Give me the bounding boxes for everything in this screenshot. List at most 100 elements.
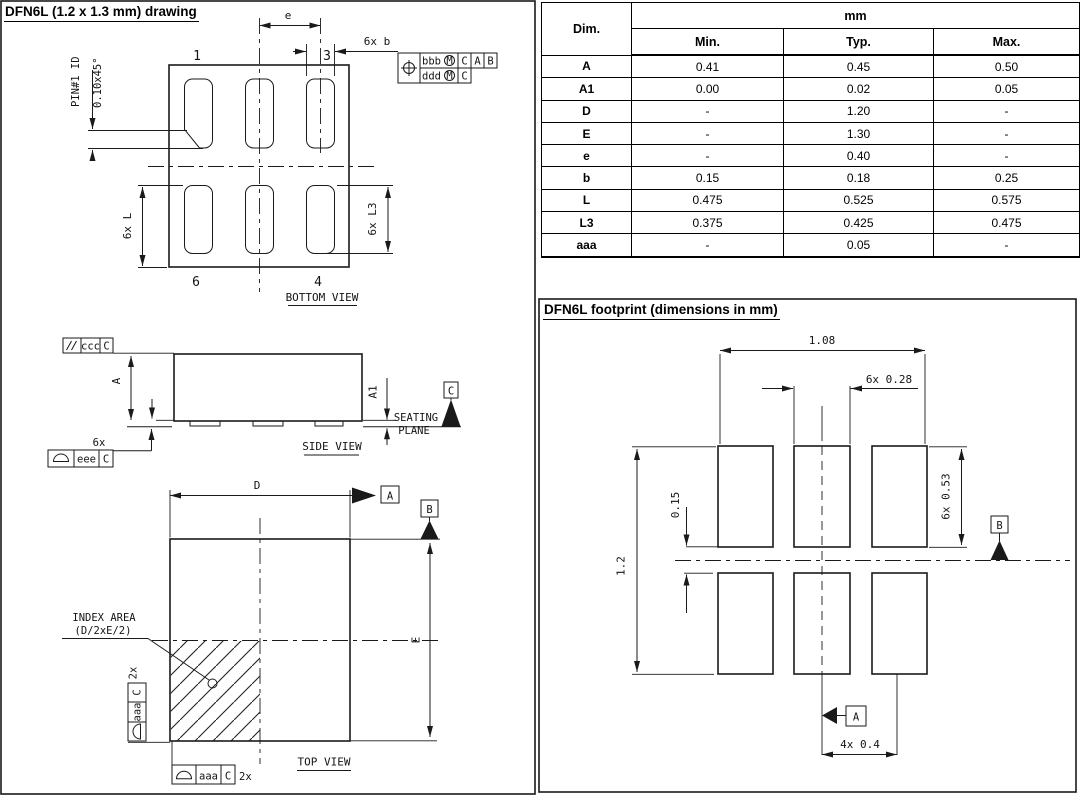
cell-max: 0.575 xyxy=(932,188,1080,213)
cell-typ: 0.45 xyxy=(783,54,934,79)
footprint-drawing: 1.08 6x 0.28 0.15 1.2 6x 0.53 xyxy=(615,334,1070,758)
datum-c: C xyxy=(441,381,461,427)
side-view-drawing: ccc C A 6x eee C xyxy=(47,337,461,468)
dim-label-A: A xyxy=(110,377,123,384)
pin-number-6: 6 xyxy=(192,275,200,290)
pin-number-4: 4 xyxy=(314,275,322,290)
cell-max: 0.50 xyxy=(932,54,1080,79)
fcf-parallelism: ccc C xyxy=(62,337,114,354)
bottom-view-caption: BOTTOM VIEW xyxy=(286,291,359,304)
col-header-unit: mm xyxy=(630,2,1080,29)
pad-pin1 xyxy=(184,78,213,149)
footprint-pad xyxy=(793,445,851,548)
fcf-tolerance-aaa: aaa xyxy=(199,771,218,783)
pin-number-1: 1 xyxy=(193,49,201,64)
datum-b-label: B xyxy=(996,520,1002,532)
fcf-tolerance-aaa: aaa xyxy=(132,703,144,722)
datum-a-label: A xyxy=(853,712,860,724)
col-header-min: Min. xyxy=(631,28,784,56)
fcf-position: bbb M C A B ddd M C xyxy=(397,52,498,84)
index-area-label: INDEX AREA xyxy=(72,612,136,624)
seating-plane-label: SEATING xyxy=(394,412,438,424)
cell-dim: L3 xyxy=(541,211,632,235)
top-view-drawing: D A B E INDEX AREA (D/2xE/2) xyxy=(62,479,440,785)
datum-b: B xyxy=(420,499,439,539)
cell-typ: 0.40 xyxy=(783,144,934,168)
cell-dim: A xyxy=(541,54,632,79)
datum-triangle-icon xyxy=(822,707,837,724)
bottom-view-drawing: e 6x b bbb M C xyxy=(70,9,498,306)
lead xyxy=(252,420,284,427)
dim-label-b: 6x b xyxy=(364,35,391,48)
cell-min: 0.41 xyxy=(631,54,784,79)
dim-label-D: D xyxy=(254,479,261,492)
fcf-modifier: M xyxy=(446,55,452,67)
seating-plane-label: PLANE xyxy=(398,425,430,437)
index-dot-icon xyxy=(207,678,218,689)
fcf-datum-ref: C xyxy=(132,689,144,695)
cell-max: 0.475 xyxy=(932,211,1080,235)
dim-label-L3: 6x L3 xyxy=(366,202,379,235)
top-view-caption: TOP VIEW xyxy=(298,756,351,769)
fcf-tolerance-ccc: ccc xyxy=(81,341,100,353)
cell-min: 0.375 xyxy=(631,211,784,235)
parallelism-icon xyxy=(71,340,77,351)
cell-max: 0.05 xyxy=(932,77,1080,101)
cell-min: - xyxy=(631,233,784,258)
footprint-pad xyxy=(871,445,928,548)
datum-triangle-icon xyxy=(420,520,439,539)
table-row: e-0.40- xyxy=(541,144,1080,168)
fcf-profile-bottom: aaa C 2x xyxy=(171,741,252,785)
dim-label-L: 6x L xyxy=(121,212,134,239)
table-row: D-1.20- xyxy=(541,99,1080,123)
footprint-pad xyxy=(793,572,851,675)
cell-typ: 0.425 xyxy=(783,211,934,235)
left-panel-border xyxy=(0,0,536,795)
dim-label-pad-height: 6x 0.53 xyxy=(940,473,953,519)
table-row: aaa-0.05- xyxy=(541,233,1080,258)
fcf-tolerance-bbb: bbb xyxy=(422,56,441,68)
fcf-count: 6x xyxy=(93,437,106,449)
datum-c-label: C xyxy=(448,386,454,398)
cell-typ: 1.30 xyxy=(783,121,934,146)
dim-label-gap: 0.15 xyxy=(669,492,682,519)
footprint-panel-title: DFN6L footprint (dimensions in mm) xyxy=(543,300,780,320)
lead xyxy=(189,420,221,427)
fcf-tolerance-ddd: ddd xyxy=(422,71,441,83)
mmc-modifier-icon xyxy=(444,70,455,81)
cell-dim: aaa xyxy=(541,233,632,258)
cell-typ: 0.05 xyxy=(783,233,934,258)
footprint-pad xyxy=(871,572,928,675)
cell-typ: 0.02 xyxy=(783,77,934,101)
cell-min: - xyxy=(631,121,784,146)
pad xyxy=(245,185,274,254)
datum-b: B xyxy=(990,515,1009,560)
pad xyxy=(306,185,335,254)
cell-max: - xyxy=(932,144,1080,168)
fcf-datum-ref: A xyxy=(474,56,481,68)
fcf-count: 2x xyxy=(128,667,140,680)
fcf-datum-ref: C xyxy=(103,454,109,466)
fcf-tolerance-eee: eee xyxy=(77,454,96,466)
fcf-datum-ref: C xyxy=(225,771,231,783)
datum-b-label: B xyxy=(426,504,432,516)
table-row: E-1.30- xyxy=(541,121,1080,146)
footprint-panel-border xyxy=(538,298,1077,793)
cell-dim: L xyxy=(541,188,632,213)
datum-a: A xyxy=(821,674,867,755)
table-header-row: Min. Typ. Max. xyxy=(542,28,1080,56)
cell-min: 0.15 xyxy=(631,166,784,190)
col-header-max: Max. xyxy=(932,28,1080,56)
col-header-typ: Typ. xyxy=(783,28,934,56)
col-header-dim: Dim. xyxy=(541,2,632,56)
cell-typ: 0.18 xyxy=(783,166,934,190)
cell-min: 0.475 xyxy=(631,188,784,213)
fcf-datum-ref: C xyxy=(103,341,109,353)
lead xyxy=(314,420,344,427)
cell-typ: 1.20 xyxy=(783,99,934,123)
